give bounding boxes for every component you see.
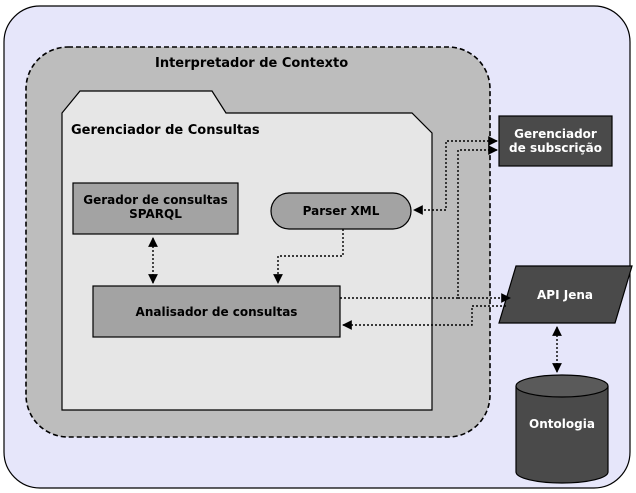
ontology-cylinder-body — [515, 386, 609, 484]
jena-api-parallelogram — [498, 265, 633, 324]
query-manager-folder — [61, 90, 433, 411]
ontology-label: Ontologia — [529, 417, 595, 431]
query-manager-title: Gerenciador de Consultas — [71, 123, 260, 138]
sparql-generator-line1: Gerador de consultas — [83, 193, 228, 207]
subscription-manager-label: Gerenciador de subscrição — [499, 127, 612, 155]
sparql-generator-label: Gerador de consultas SPARQL — [73, 193, 238, 221]
sparql-generator-line2: SPARQL — [129, 207, 182, 221]
query-analyzer-label: Analisador de consultas — [135, 305, 298, 319]
ontology-cylinder-top — [515, 374, 609, 398]
jena-analyzer-connector — [342, 305, 506, 330]
subscription-manager-box — [498, 115, 613, 167]
sparql-generator-box — [72, 182, 239, 235]
parser-analyzer-connector — [273, 229, 344, 284]
context-interpreter-title: Interpretador de Contexto — [155, 56, 349, 71]
subscription-manager-line1: Gerenciador — [514, 127, 597, 141]
subscription-parser-connector — [413, 136, 498, 215]
query-analyzer-box — [92, 285, 341, 338]
xml-parser-label: Parser XML — [302, 204, 380, 218]
analyzer-subscription-connector — [340, 145, 498, 299]
xml-parser-pill — [270, 192, 412, 230]
subscription-manager-line2: de subscrição — [509, 141, 602, 155]
jena-api-label: API Jena — [537, 288, 593, 302]
